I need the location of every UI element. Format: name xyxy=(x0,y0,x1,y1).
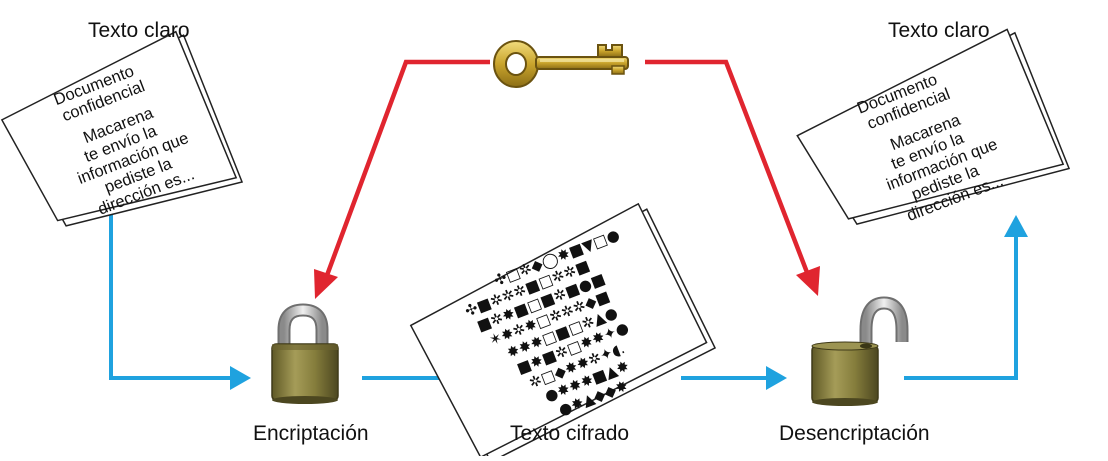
plaintext-label-right: Texto claro xyxy=(888,19,990,42)
plaintext-label-left: Texto claro xyxy=(88,19,190,42)
open-padlock-icon xyxy=(811,296,909,406)
flow-arrow-plaintext-to-encrypt xyxy=(109,210,251,390)
key-icon xyxy=(493,40,629,88)
flow-arrow-cipher-to-decrypt xyxy=(681,366,787,390)
ciphertext-label: Texto cifrado xyxy=(510,422,630,445)
key-arrow-left xyxy=(314,59,490,299)
closed-padlock-icon xyxy=(271,303,339,404)
plaintext-document-right: Documento confidencial Macarena te envío… xyxy=(796,28,1071,226)
decryption-label: Desencriptación xyxy=(779,422,930,445)
flow-arrow-decrypt-to-plaintext xyxy=(904,215,1028,380)
ciphertext-document: ✣□✲◆◯✸■▼□● ✣■✲✲✲■□✲✲■ ■✲✸■□■✲■●■ ✶✸✲✸□✲✲… xyxy=(409,202,717,461)
key-arrow-right xyxy=(645,59,820,296)
plaintext-document-left: Documento confidencial Macarena te envío… xyxy=(0,30,244,227)
encryption-label: Encriptación xyxy=(253,422,369,445)
